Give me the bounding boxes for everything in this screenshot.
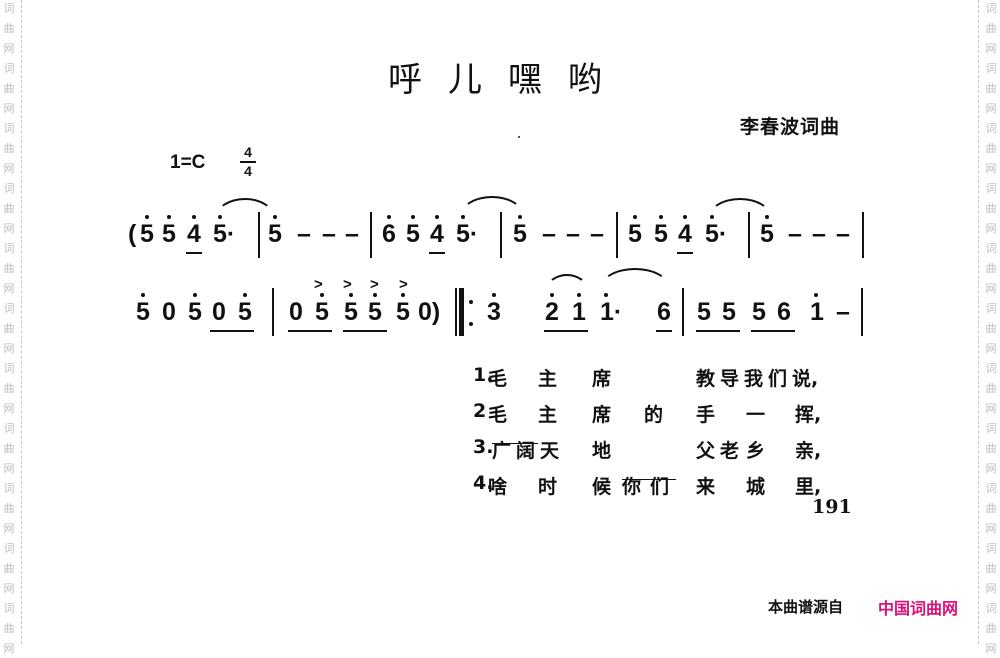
- watermark-char: 网: [3, 162, 15, 175]
- watermark-char: 词: [985, 362, 997, 375]
- watermark-char: 网: [3, 462, 15, 475]
- watermark-char: 曲: [985, 142, 997, 155]
- watermark-char: 词: [3, 122, 15, 135]
- right-dashed-border: [978, 0, 979, 644]
- watermark-char: 网: [3, 282, 15, 295]
- source-label: 本曲谱源自: [768, 598, 844, 616]
- watermark-char: 词: [3, 422, 15, 435]
- watermark-char: 曲: [985, 622, 997, 635]
- watermark-char: 词: [3, 362, 15, 375]
- watermark-char: 网: [3, 522, 15, 535]
- watermark-char: 曲: [3, 622, 15, 635]
- watermark-char: 词: [985, 422, 997, 435]
- watermark-char: 曲: [3, 322, 15, 335]
- watermark-char: 网: [3, 642, 15, 655]
- watermark-char: 词: [3, 482, 15, 495]
- notation-line-1: ( 5 5 4 5· 5 ––– 6 5 4 5· 5 ––– 5 5 4 5·…: [0, 196, 1000, 260]
- watermark-char: 曲: [3, 82, 15, 95]
- watermark-char: 网: [3, 582, 15, 595]
- watermark-char: 网: [985, 282, 997, 295]
- lyric-verse-4: 4.啥时候你们来城里,: [473, 472, 822, 498]
- watermark-char: 曲: [3, 382, 15, 395]
- time-signature-top: 4: [244, 144, 252, 160]
- watermark-char: 曲: [985, 442, 997, 455]
- watermark-char: 词: [985, 62, 997, 75]
- watermark-char: 词: [3, 242, 15, 255]
- watermark-char: 曲: [3, 22, 15, 35]
- time-signature: 4 4: [240, 144, 256, 179]
- watermark-char: 网: [3, 222, 15, 235]
- watermark-char: 网: [985, 462, 997, 475]
- left-watermark-strip: 词曲网词曲网词曲网词曲网词曲网词曲网词曲网词曲网词曲网词曲网词曲网: [0, 0, 20, 655]
- watermark-char: 词: [985, 182, 997, 195]
- watermark-char: 词: [3, 602, 15, 615]
- watermark-char: 曲: [985, 382, 997, 395]
- watermark-char: 网: [985, 222, 997, 235]
- watermark-char: 网: [985, 42, 997, 55]
- watermark-char: 词: [985, 482, 997, 495]
- watermark-char: 网: [985, 582, 997, 595]
- watermark-char: 网: [985, 642, 997, 655]
- scan-speck: [518, 136, 520, 138]
- watermark-char: 词: [985, 2, 997, 15]
- watermark-char: 曲: [985, 22, 997, 35]
- lyric-verse-1: 1.毛主席教导我们说,: [473, 364, 819, 390]
- watermark-char: 网: [3, 402, 15, 415]
- watermark-char: 网: [985, 102, 997, 115]
- right-watermark-strip: 词曲网词曲网词曲网词曲网词曲网词曲网词曲网词曲网词曲网词曲网词曲网: [982, 0, 1000, 655]
- watermark-char: 曲: [3, 502, 15, 515]
- watermark-char: 词: [985, 302, 997, 315]
- watermark-char: 词: [985, 602, 997, 615]
- watermark-char: 词: [985, 542, 997, 555]
- credit-lyricist-composer: 李春波词曲: [740, 116, 841, 138]
- watermark-char: 词: [3, 2, 15, 15]
- watermark-char: 曲: [3, 262, 15, 275]
- watermark-char: 曲: [3, 442, 15, 455]
- watermark-char: 网: [985, 342, 997, 355]
- watermark-char: 网: [985, 522, 997, 535]
- lyric-verse-3: 3.广阔天地父老乡亲,: [473, 436, 822, 462]
- page-number: 191: [812, 496, 852, 518]
- watermark-char: 网: [3, 42, 15, 55]
- watermark-char: 词: [985, 122, 997, 135]
- watermark-char: 曲: [3, 142, 15, 155]
- key-signature: 1=C: [170, 152, 206, 173]
- watermark-char: 词: [3, 182, 15, 195]
- song-title: 呼儿嘿哟: [388, 60, 628, 100]
- watermark-char: 曲: [985, 202, 997, 215]
- watermark-char: 曲: [3, 562, 15, 575]
- watermark-char: 网: [985, 402, 997, 415]
- watermark-char: 词: [3, 542, 15, 555]
- watermark-char: 网: [985, 162, 997, 175]
- watermark-char: 曲: [985, 262, 997, 275]
- watermark-char: 曲: [985, 502, 997, 515]
- watermark-char: 曲: [985, 562, 997, 575]
- watermark-char: 网: [3, 342, 15, 355]
- left-dashed-border: [21, 0, 22, 644]
- watermark-char: 词: [985, 242, 997, 255]
- time-signature-bottom: 4: [244, 163, 252, 179]
- site-name-link[interactable]: 中国词曲网: [878, 599, 959, 618]
- watermark-char: 词: [3, 62, 15, 75]
- watermark-char: 曲: [985, 322, 997, 335]
- watermark-char: 词: [3, 302, 15, 315]
- watermark-char: 曲: [3, 202, 15, 215]
- watermark-char: 网: [3, 102, 15, 115]
- watermark-char: 曲: [985, 82, 997, 95]
